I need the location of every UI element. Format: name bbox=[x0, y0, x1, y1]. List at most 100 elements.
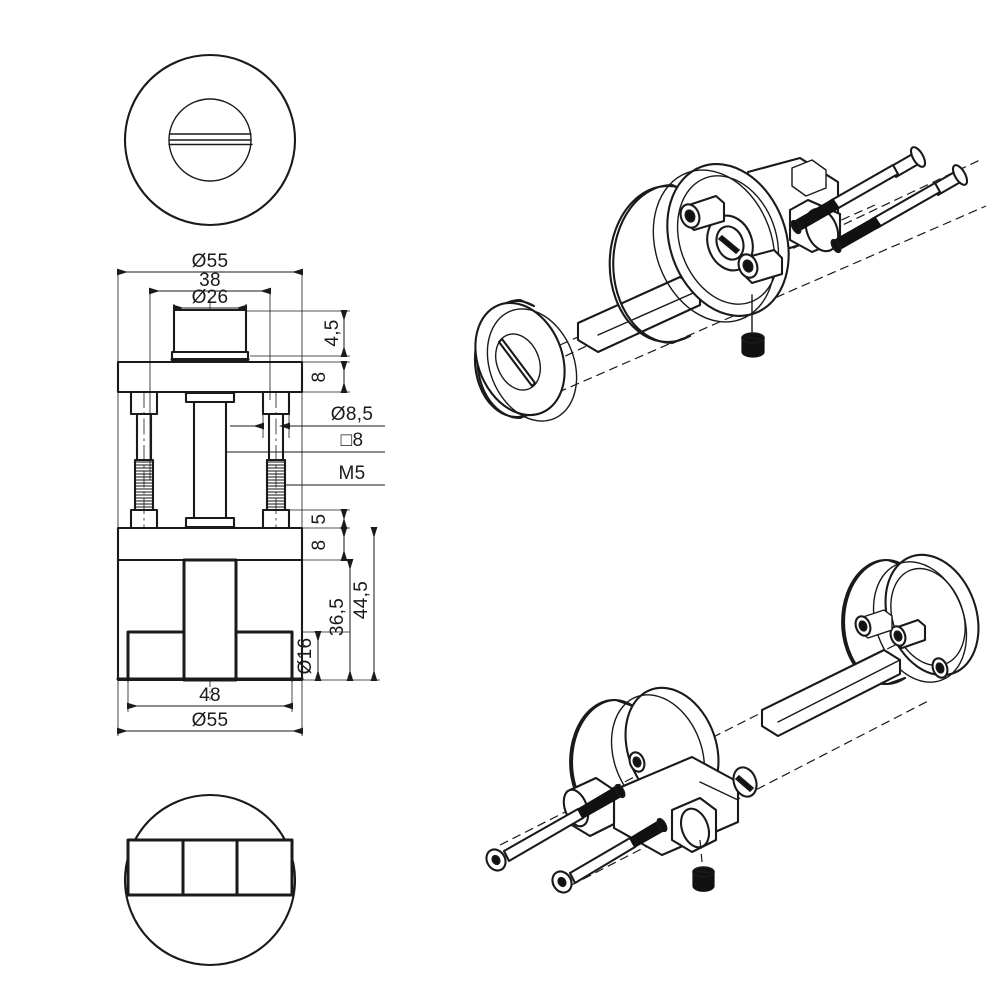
iso-upper-lock-rosette-back bbox=[652, 169, 776, 323]
iso-lower-bolt-1 bbox=[485, 783, 626, 872]
bolt4-tip bbox=[656, 817, 668, 833]
bottom-sections-group bbox=[126, 838, 294, 897]
iso-lower-lboss-hole bbox=[632, 756, 642, 768]
iso-upper-bolt-2 bbox=[830, 164, 969, 254]
dim-label-sq8: □8 bbox=[341, 430, 364, 451]
view-front-section bbox=[116, 300, 304, 700]
body-step-right bbox=[234, 630, 294, 682]
iso-lower-knob-edge-a bbox=[691, 756, 739, 783]
view-top-rosette bbox=[123, 53, 297, 227]
iso-upper-lock-rosette-rim bbox=[608, 183, 692, 345]
iso-lower-rboss3-hole bbox=[935, 662, 945, 674]
upper-rosette-plate bbox=[116, 360, 304, 394]
dim-label-h8-bottom: 8 bbox=[309, 540, 330, 551]
view-iso-lower bbox=[485, 553, 980, 894]
dim-label-d365: 36,5 bbox=[327, 598, 348, 636]
iso-upper-spindle-near-end bbox=[577, 339, 599, 353]
iso-lower-spindle-rosette bbox=[760, 553, 980, 738]
iso-upper-top-cylinder bbox=[791, 159, 827, 197]
dimension-annotations: Ø55 38 Ø26 4,5 8 bbox=[117, 251, 385, 736]
iso-upper-thumbturn bbox=[473, 275, 702, 422]
dim-label-d85: Ø8,5 bbox=[331, 404, 373, 425]
dim-label-d55-bottom: Ø55 bbox=[192, 710, 229, 731]
iso-lower-spindle-near-end bbox=[761, 725, 779, 737]
iso-upper-setscrew-slot bbox=[745, 336, 761, 340]
iso-lower-setscrew-leader bbox=[699, 839, 703, 863]
dim-h8-top: 8 bbox=[302, 361, 350, 393]
dim-d55-bottom: Ø55 bbox=[117, 680, 303, 736]
bolt-right bbox=[261, 390, 291, 530]
bolt3-head-socket bbox=[491, 854, 501, 866]
bolt-left bbox=[129, 390, 159, 530]
dim-label-d55-top: Ø55 bbox=[192, 251, 229, 272]
iso-lower-right-boss-upper bbox=[889, 618, 927, 650]
dim-label-d445: 44,5 bbox=[351, 581, 372, 619]
dim-label-d16: Ø16 bbox=[295, 638, 316, 675]
dim-d365: 36,5 bbox=[302, 559, 354, 681]
view-iso-upper bbox=[473, 146, 987, 422]
dim-h8-bottom: 8 bbox=[302, 527, 350, 561]
iso-upper-lockbody bbox=[608, 156, 842, 345]
iso-lower-bolt-2 bbox=[551, 817, 668, 894]
centre-spindle bbox=[184, 390, 236, 530]
iso-lower-right-rosette-rim bbox=[841, 558, 907, 686]
iso-lower-setscrew-slot bbox=[696, 870, 711, 874]
iso-upper-boss2-hole bbox=[742, 259, 754, 273]
dim-d55-top: Ø55 bbox=[117, 251, 303, 276]
dim-label-h5: 5 bbox=[309, 514, 330, 525]
iso-lower-right-boss-lower bbox=[931, 657, 949, 679]
dim-label-h8-top: 8 bbox=[309, 372, 330, 383]
dim-d16: Ø16 bbox=[295, 631, 322, 681]
turn-knob-body bbox=[172, 308, 248, 354]
dim-d85: Ø8,5 bbox=[230, 404, 385, 438]
dim-48: 48 bbox=[127, 680, 293, 712]
bolt2-tip bbox=[830, 238, 842, 254]
lock-body bbox=[116, 558, 304, 682]
dim-label-h45: 4,5 bbox=[322, 319, 343, 346]
dim-label-d26: Ø26 bbox=[192, 287, 229, 308]
iso-upper-hub-square-slot bbox=[717, 234, 741, 255]
bolt2-head-face bbox=[951, 164, 969, 186]
iso-lower-rboss1-hole bbox=[893, 630, 903, 642]
iso-lower-rboss2-hole bbox=[858, 620, 868, 632]
dim-label-m5: M5 bbox=[339, 463, 366, 484]
spindle-shaft bbox=[192, 400, 228, 520]
iso-lower-knob-edge-c bbox=[699, 781, 739, 801]
iso-upper-spindle-mid-edge bbox=[597, 289, 701, 336]
iso-lower-spindle-top-edge bbox=[761, 649, 885, 711]
iso-lower-spindle-mid-edge bbox=[777, 659, 901, 723]
dim-label-38: 38 bbox=[199, 270, 221, 291]
iso-upper-spindle-top-edge bbox=[577, 276, 681, 324]
iso-upper-bolt-boss-lower bbox=[737, 248, 784, 285]
iso-upper-turn-slot bbox=[497, 337, 537, 388]
iso-upper-bolt-1 bbox=[790, 146, 927, 235]
iso-lower-knob-cyl-low-face bbox=[679, 807, 711, 849]
iso-lower-spindle-bottom-edge bbox=[777, 673, 901, 737]
view-bottom-rosette bbox=[123, 793, 297, 967]
lower-rosette-plate bbox=[116, 526, 304, 562]
dim-38: 38 bbox=[149, 270, 271, 295]
iso-upper-set-screw bbox=[741, 294, 765, 358]
centre-boss bbox=[182, 558, 238, 682]
bolt3-tip bbox=[614, 783, 626, 799]
dim-d26: Ø26 bbox=[173, 287, 247, 312]
iso-lower-rosette-hole bbox=[732, 766, 758, 798]
iso-lower-spindle-far-end bbox=[883, 649, 901, 661]
bolt1-tip bbox=[790, 219, 802, 235]
bolt1-head-face bbox=[909, 146, 927, 168]
dim-h45: 4,5 bbox=[246, 310, 350, 357]
iso-upper-rosette-back bbox=[486, 308, 578, 422]
iso-lower-rosette-hole-slot bbox=[734, 774, 755, 793]
iso-upper-lock-rosette-groove bbox=[676, 175, 780, 305]
body-step-left bbox=[126, 630, 186, 682]
dim-label-48: 48 bbox=[199, 685, 221, 706]
iso-lower-right-boss-mid bbox=[854, 609, 893, 639]
iso-lower-left-boss bbox=[628, 751, 646, 773]
iso-upper-bolt-boss-upper bbox=[679, 194, 726, 232]
iso-upper-spindle-bottom-edge bbox=[597, 304, 701, 353]
iso-upper-boss1-hole bbox=[684, 209, 696, 223]
iso-lower-set-screw bbox=[692, 839, 715, 892]
iso-upper-thumbturn-rosette bbox=[473, 298, 578, 422]
